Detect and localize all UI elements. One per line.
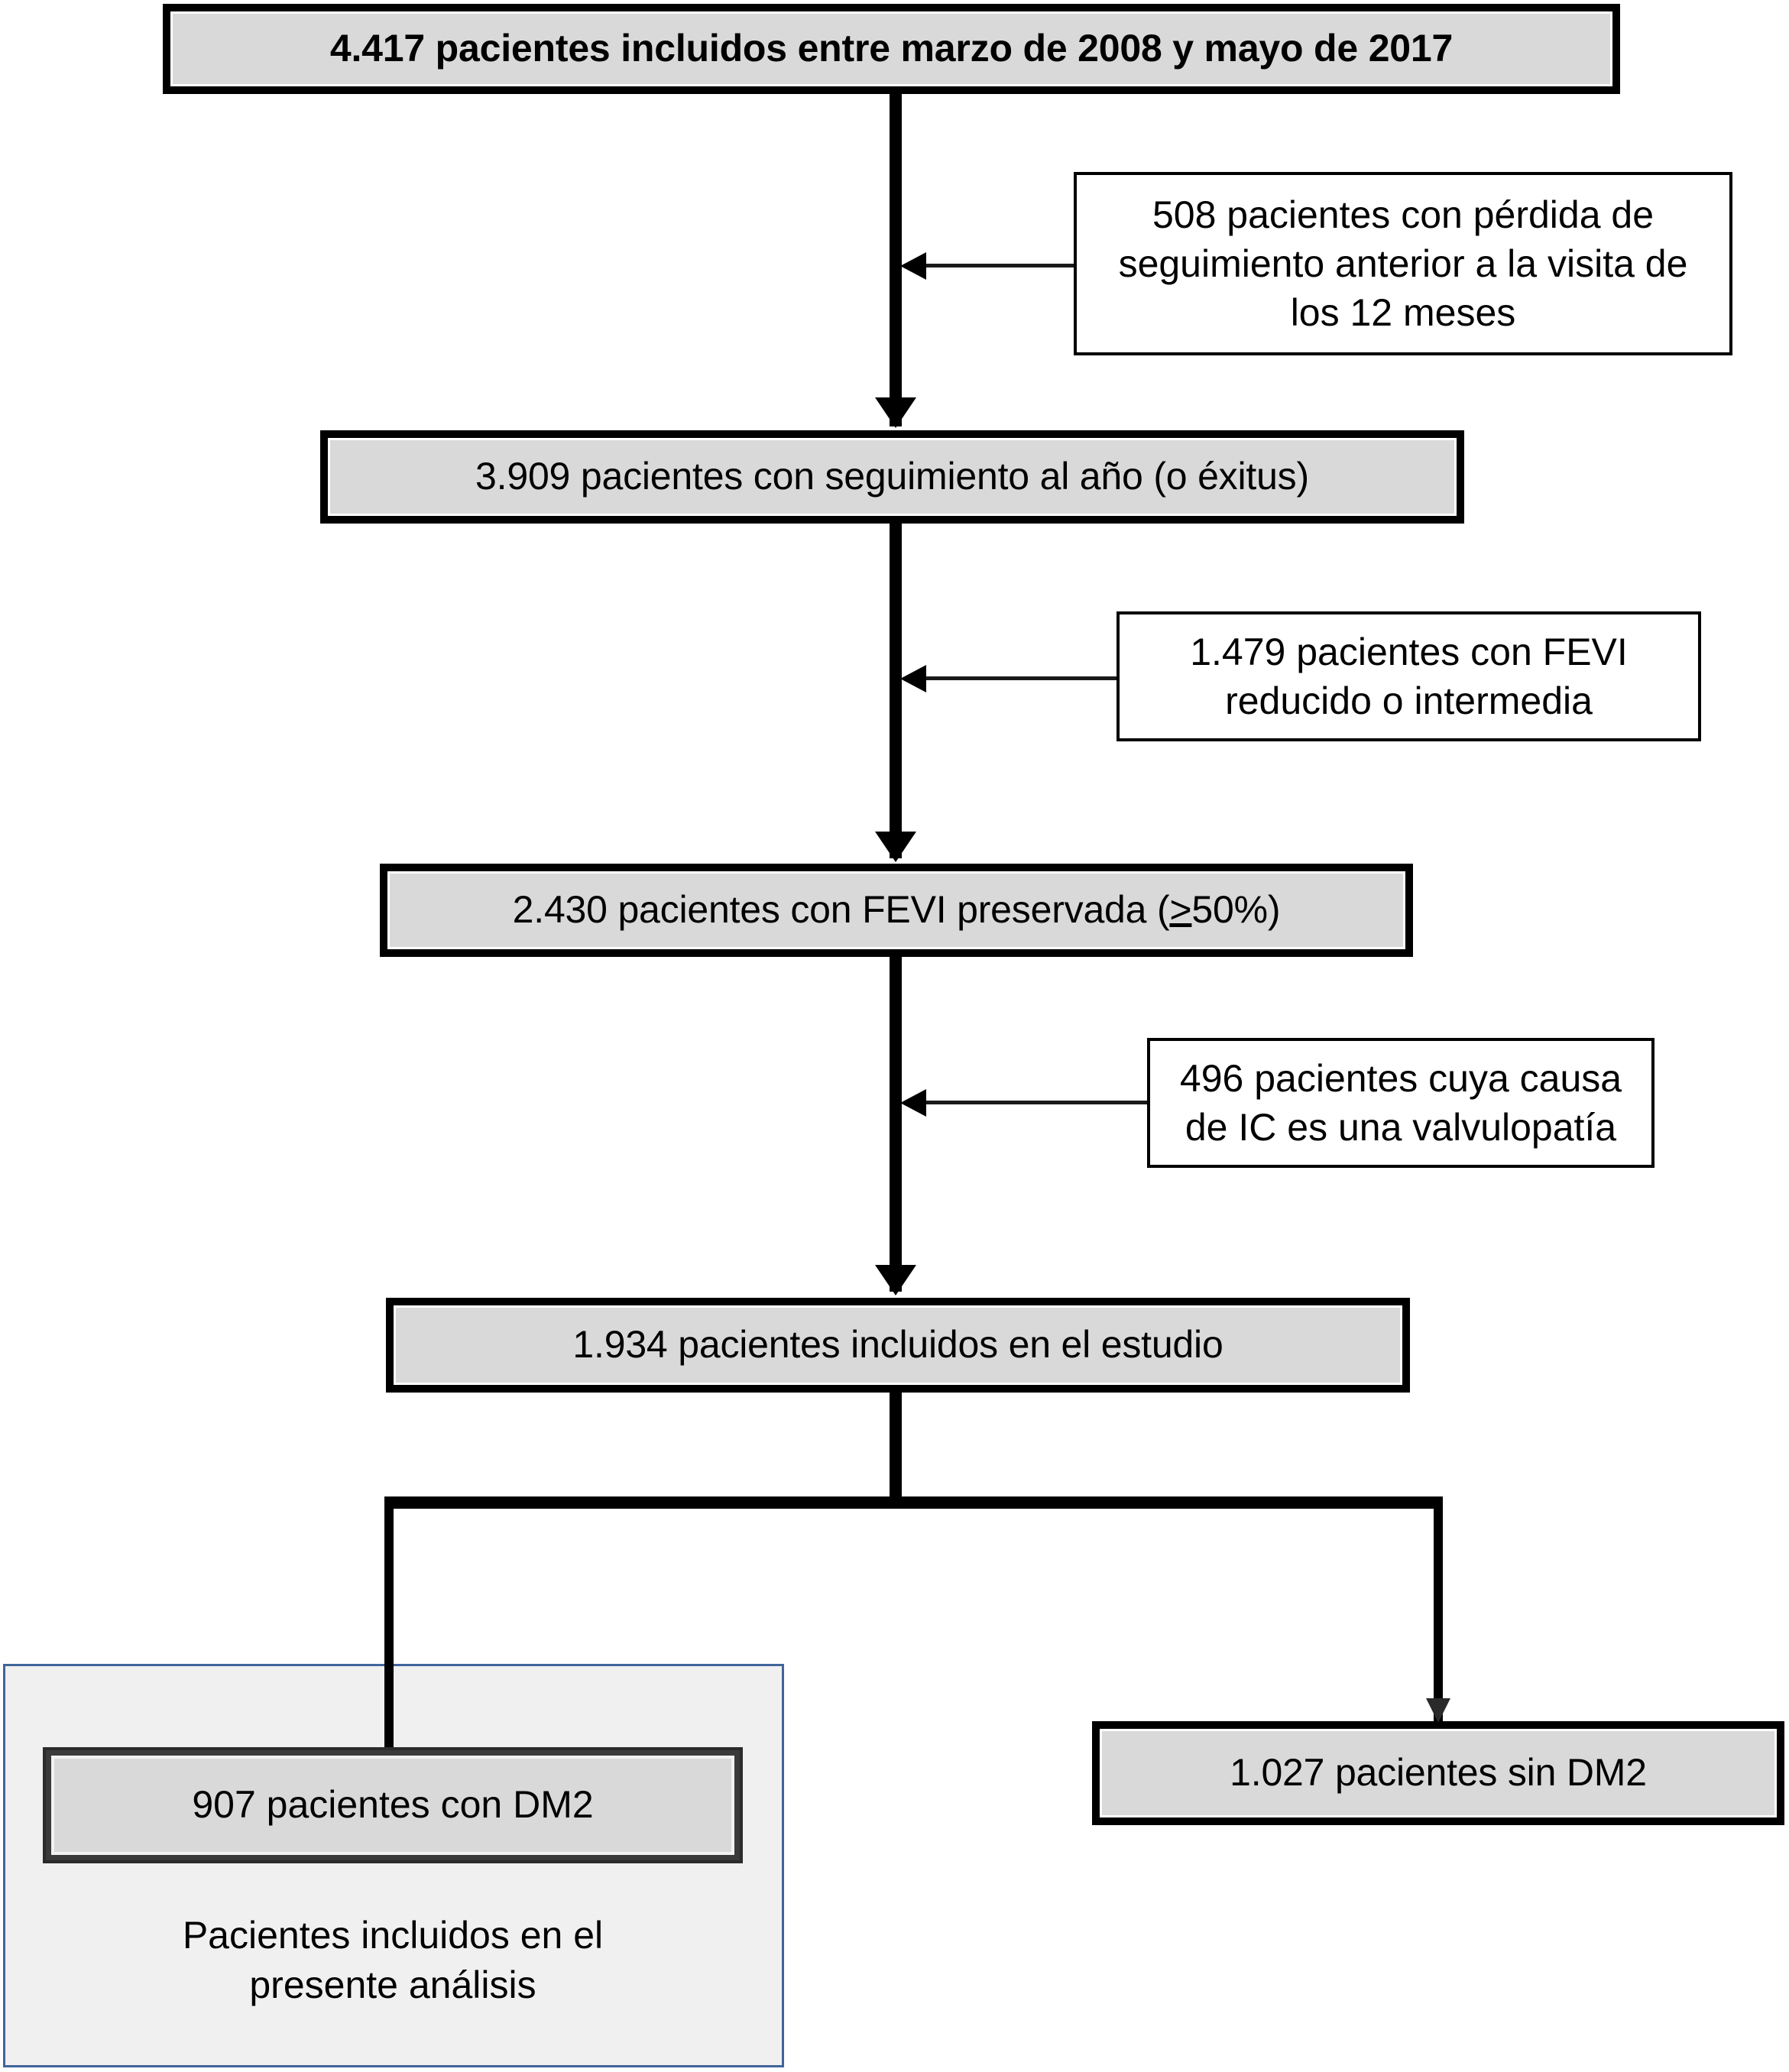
- connector-enrolled-to-followup: [890, 90, 902, 426]
- connector-excl2: [914, 676, 1117, 680]
- node-hfpef-prefix: 2.430 pacientes con FEVI preservada (: [512, 888, 1170, 932]
- exclusion-excl2[interactable]: 1.479 pacientes con FEVI reducido o inte…: [1117, 611, 1701, 741]
- node-nodm2[interactable]: 1.027 pacientes sin DM2: [1092, 1721, 1784, 1825]
- node-enrolled-label: 4.417 pacientes incluidos entre marzo de…: [329, 27, 1454, 70]
- analysis-panel: [3, 1664, 784, 2067]
- connector-followup-to-hfpef: [890, 522, 902, 858]
- node-hfpef[interactable]: 2.430 pacientes con FEVI preservada (>50…: [380, 864, 1413, 957]
- exclusion-excl2-label: 1.479 pacientes con FEVI reducido o inte…: [1176, 627, 1642, 725]
- exclusion-excl1-label: 508 pacientes con pérdida de seguimiento…: [1105, 190, 1702, 337]
- arrowhead-excl1: [900, 252, 926, 280]
- connector-excl3: [914, 1101, 1147, 1104]
- exclusion-excl2-line2: reducido o intermedia: [1225, 679, 1593, 722]
- exclusion-excl1-line2: seguimiento anterior a la visita de: [1118, 242, 1688, 285]
- analysis-panel-caption-line1: Pacientes incluidos en el: [182, 1914, 604, 1957]
- node-dm2-label: 907 pacientes con DM2: [192, 1783, 594, 1827]
- node-nodm2-label: 1.027 pacientes sin DM2: [1230, 1751, 1647, 1795]
- node-hfpef-label: 2.430 pacientes con FEVI preservada (>50…: [501, 888, 1293, 932]
- fork-horizontal-bar: [384, 1496, 1443, 1509]
- arrowhead-hfpef-to-included: [875, 1265, 916, 1295]
- exclusion-excl2-line1: 1.479 pacientes con FEVI: [1190, 631, 1628, 673]
- arrowhead-followup-to-hfpef: [875, 832, 916, 862]
- node-enrolled[interactable]: 4.417 pacientes incluidos entre marzo de…: [163, 4, 1620, 94]
- fork-branch-right: [1434, 1496, 1443, 1726]
- exclusion-excl3-line2: de IC es una valvulopatía: [1185, 1106, 1617, 1149]
- connector-included-to-fork: [890, 1391, 902, 1506]
- analysis-panel-caption-line2: presente análisis: [249, 1963, 536, 2006]
- exclusion-excl3-line1: 496 pacientes cuya causa: [1179, 1057, 1622, 1100]
- connector-hfpef-to-included: [890, 955, 902, 1292]
- arrowhead-excl2: [900, 665, 926, 692]
- node-included[interactable]: 1.934 pacientes incluidos en el estudio: [386, 1298, 1410, 1393]
- arrowhead-enrolled-to-followup: [875, 397, 916, 428]
- exclusion-excl1[interactable]: 508 pacientes con pérdida de seguimiento…: [1074, 172, 1732, 355]
- node-included-label: 1.934 pacientes incluidos en el estudio: [572, 1323, 1223, 1367]
- greater-equal-symbol: >: [1169, 888, 1192, 932]
- exclusion-excl3-label: 496 pacientes cuya causa de IC es una va…: [1166, 1054, 1635, 1152]
- node-dm2-inner: 907 pacientes con DM2: [51, 1756, 734, 1855]
- connector-excl1: [914, 264, 1078, 268]
- analysis-panel-caption: Pacientes incluidos en el presente análi…: [43, 1911, 743, 2010]
- arrowhead-fork-right: [1426, 1698, 1450, 1723]
- arrowhead-excl3: [900, 1089, 926, 1117]
- node-dm2[interactable]: 907 pacientes con DM2: [43, 1747, 743, 1863]
- exclusion-excl1-line1: 508 pacientes con pérdida de: [1152, 193, 1655, 236]
- fork-branch-left: [384, 1496, 394, 1786]
- node-followup-label: 3.909 pacientes con seguimiento al año (…: [475, 455, 1309, 498]
- exclusion-excl1-line3: los 12 meses: [1290, 291, 1516, 334]
- node-hfpef-suffix: 50%): [1191, 888, 1281, 932]
- exclusion-excl3[interactable]: 496 pacientes cuya causa de IC es una va…: [1147, 1038, 1655, 1168]
- node-followup[interactable]: 3.909 pacientes con seguimiento al año (…: [320, 430, 1464, 524]
